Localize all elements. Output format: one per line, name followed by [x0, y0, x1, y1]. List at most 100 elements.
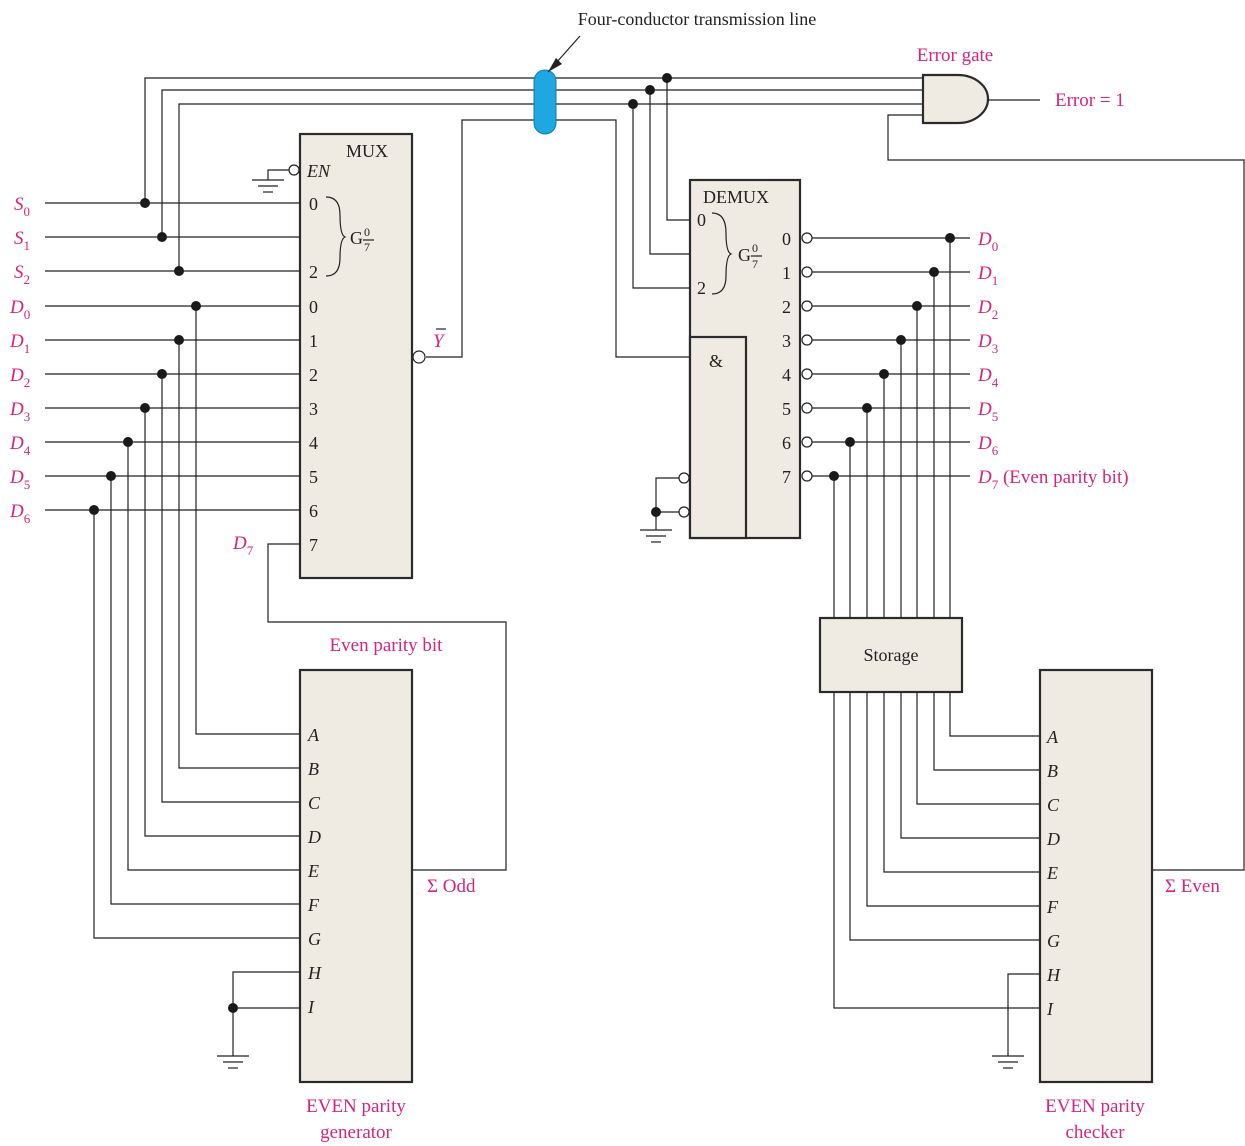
mux-d7-label: D7 — [232, 533, 254, 558]
output-d1: D1 — [977, 263, 998, 288]
mux-data-pin-6: 6 — [309, 501, 318, 521]
generator-output-label: Σ Odd — [427, 876, 476, 897]
storage-label: Storage — [864, 645, 919, 665]
output-d5: D5 — [977, 399, 998, 424]
demux-out-pin-5: 5 — [782, 399, 791, 419]
mux-data-pin-4: 4 — [309, 433, 318, 453]
error-output-label: Error = 1 — [1055, 90, 1125, 111]
demux-out-pin-0: 0 — [782, 229, 791, 249]
demux-and-bubble-1 — [678, 472, 690, 484]
generator-pin-i: I — [307, 997, 315, 1017]
checker-caption-1: EVEN parity — [1045, 1096, 1145, 1117]
input-d0: D0 — [9, 297, 30, 322]
demux-and-section — [688, 335, 748, 540]
generator-feed-junctions — [89, 301, 201, 515]
generator-ground-icon — [217, 1055, 249, 1069]
input-d1: D1 — [9, 331, 30, 356]
transmission-cable — [533, 69, 557, 135]
demux-out-pin-1: 1 — [782, 263, 791, 283]
input-s2: S2 — [14, 262, 30, 287]
demux-output-junctions — [829, 233, 955, 481]
generator-pin-c: C — [308, 793, 321, 813]
checker-ground-icon — [992, 1055, 1024, 1069]
checker-pin-f: F — [1046, 897, 1059, 917]
generator-block — [298, 668, 414, 1084]
demux-select-pin-0: 0 — [697, 210, 706, 230]
input-wires — [45, 202, 300, 511]
input-labels: S0 S1 S2 D0 D1 D2 D3 D4 D5 D6 — [9, 194, 31, 526]
mux-block — [298, 132, 414, 580]
input-d3: D3 — [9, 399, 30, 424]
mux-group-sub: 7 — [364, 240, 370, 254]
input-d6: D6 — [9, 501, 31, 526]
mux-output-label: Y — [433, 331, 446, 352]
generator-pin-e: E — [307, 861, 319, 881]
mux-select-pin-0: 0 — [309, 194, 318, 214]
storage-block — [818, 616, 964, 694]
checker-pin-i: I — [1046, 999, 1054, 1019]
demux-select-brace — [711, 212, 733, 295]
checker-pin-h: H — [1046, 965, 1061, 985]
output-d6: D6 — [977, 433, 999, 458]
input-s1: S1 — [14, 228, 30, 253]
error-gate-label: Error gate — [917, 45, 993, 66]
mux-data-pin-7: 7 — [309, 535, 318, 555]
cable-pointer-arrow — [548, 58, 562, 72]
checker-pin-c: C — [1047, 795, 1060, 815]
generator-pin-a: A — [307, 725, 320, 745]
demux-out-pin-3: 3 — [782, 331, 791, 351]
demux-group-label: G — [738, 245, 751, 265]
output-d4: D4 — [977, 365, 999, 390]
input-d5: D5 — [9, 467, 30, 492]
demux-output-bubbles — [801, 232, 813, 482]
generator-pin-d: D — [307, 827, 321, 847]
mux-title: MUX — [346, 141, 388, 161]
mux-enable-label: EN — [306, 161, 331, 181]
output-labels: D0 D1 D2 D3 D4 D5 D6 D7 (Even parity bit… — [977, 229, 1129, 492]
demux-out-pin-7: 7 — [782, 467, 791, 487]
generator-feedback-label: Even parity bit — [330, 635, 444, 656]
checker-pin-b: B — [1047, 761, 1058, 781]
mux-data-pin-0: 0 — [309, 297, 318, 317]
mux-output-bubble — [412, 350, 426, 364]
checker-pin-d: D — [1046, 829, 1060, 849]
error-and-gate — [921, 73, 990, 125]
mux-ground-icon — [252, 179, 284, 193]
demux-ground-icon — [640, 529, 672, 543]
demux-select-pin-2: 2 — [697, 278, 706, 298]
demux-out-pin-2: 2 — [782, 297, 791, 317]
generator-pin-h: H — [307, 963, 322, 983]
generator-caption-2: generator — [320, 1122, 392, 1143]
demux-title: DEMUX — [703, 187, 769, 207]
mux-data-pin-1: 1 — [309, 331, 318, 351]
demux-out-pin-6: 6 — [782, 433, 791, 453]
demux-and-symbol: & — [709, 351, 723, 371]
generator-pin-f: F — [307, 895, 320, 915]
demux-out-pin-4: 4 — [782, 365, 791, 385]
mux-enable-bubble — [288, 164, 300, 176]
mux-select-pin-2: 2 — [309, 262, 318, 282]
checker-caption-2: checker — [1065, 1122, 1125, 1143]
demux-and-bubble-2 — [678, 506, 690, 518]
transmission-label: Four-conductor transmission line — [578, 9, 817, 29]
mux-group-sup: 0 — [364, 225, 370, 239]
output-d7: D7 (Even parity bit) — [977, 467, 1129, 492]
generator-feed-wires — [93, 306, 300, 939]
generator-pin-g: G — [308, 929, 321, 949]
demux-group-sub: 7 — [752, 257, 758, 271]
input-d2: D2 — [9, 365, 30, 390]
mux-data-pin-5: 5 — [309, 467, 318, 487]
mux-data-pin-2: 2 — [309, 365, 318, 385]
output-d0: D0 — [977, 229, 998, 254]
input-s0: S0 — [14, 194, 30, 219]
checker-block — [1038, 668, 1154, 1084]
mux-select-brace — [325, 196, 347, 277]
mux-group-label: G — [350, 228, 363, 248]
demux-group-sup: 0 — [752, 241, 758, 255]
generator-pin-b: B — [308, 759, 319, 779]
checker-pin-g: G — [1047, 931, 1060, 951]
checker-feed-wires — [833, 692, 1040, 1009]
mux-data-pin-3: 3 — [309, 399, 318, 419]
checker-pin-e: E — [1046, 863, 1058, 883]
checker-pin-a: A — [1046, 727, 1059, 747]
